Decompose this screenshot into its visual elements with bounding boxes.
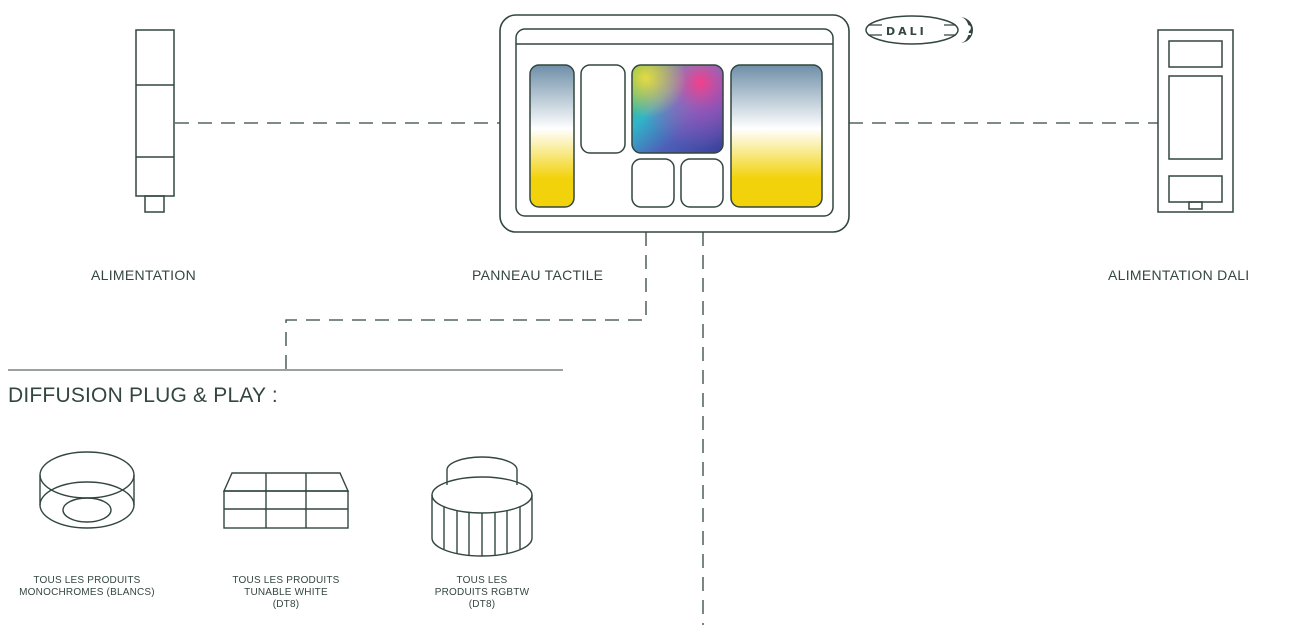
power-supply-icon [135,29,175,213]
tunable-white-panel-icon [222,472,350,529]
caption-line: TOUS LES [456,575,508,586]
section-title: DIFFUSION PLUG & PLAY : [8,384,278,407]
touch-panel-icon [499,14,850,233]
caption-line: PRODUITS RGBTW [434,587,530,598]
product-caption-tunable-white: TOUS LES PRODUITS TUNABLE WHITE (DT8) [206,575,366,611]
monochrome-downlight-icon [39,451,135,529]
caption-line: (DT8) [468,599,496,610]
dali-logo-version: 2 [963,24,972,39]
dali-logo-text: DALI [886,25,927,38]
dali-power-supply-icon [1157,29,1234,213]
product-caption-rgbtw: TOUS LES PRODUITS RGBTW (DT8) [405,575,559,611]
caption-line: TOUS LES PRODUITS [232,575,340,586]
touch-panel-label: PANNEAU TACTILE [472,267,604,283]
caption-line: MONOCHROMES (BLANCS) [19,587,155,598]
dali2-logo [865,15,973,45]
dashed-connections [175,122,1158,625]
dali-power-supply-label: ALIMENTATION DALI [1108,267,1250,283]
caption-line: (DT8) [272,599,300,610]
product-caption-monochrome: TOUS LES PRODUITS MONOCHROMES (BLANCS) [4,575,170,599]
caption-line: TUNABLE WHITE [244,587,328,598]
wire-panel-to-diffusion [285,232,647,370]
caption-line: TOUS LES PRODUITS [33,575,141,586]
power-supply-label: ALIMENTATION [91,267,196,283]
rgbtw-cylinder-icon [431,456,533,557]
